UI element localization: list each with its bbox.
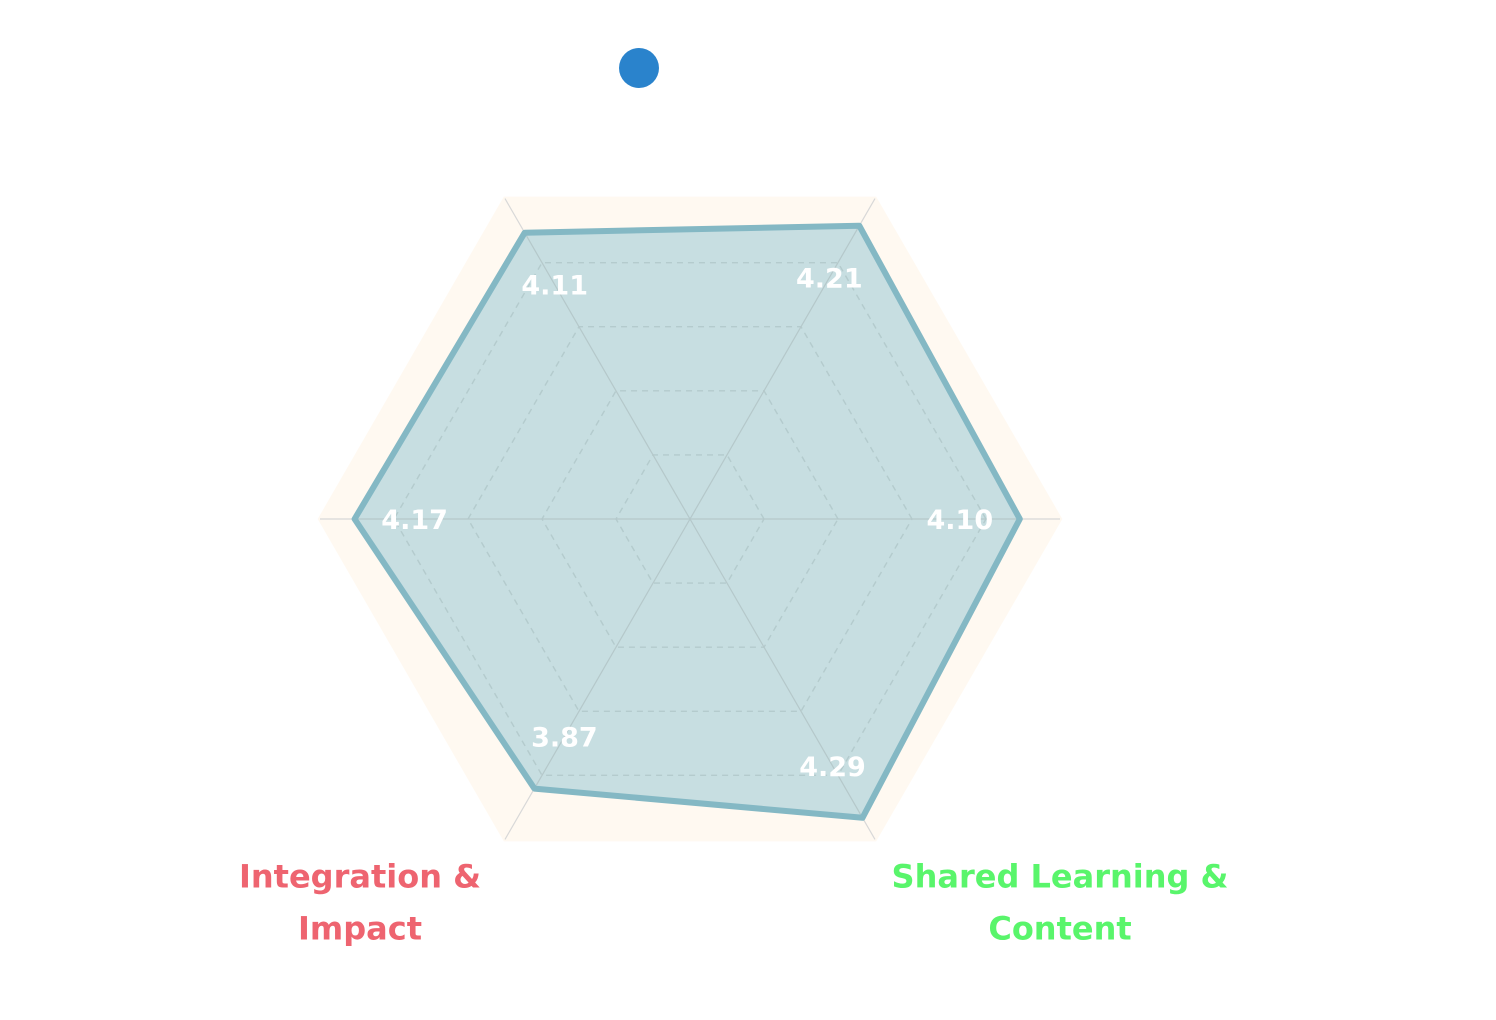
radar-axis-spoke-overlay [689,518,864,819]
radar-axis-label-line: Content [988,909,1131,947]
radar-axis-label: Shared Learning & Content [892,857,1229,947]
radar-axis-labels: Integration & Impact Shared Learning & Cont… [239,857,1228,947]
radar-value-label: 3.87 [531,723,598,754]
radar-value-label: 4.21 [796,264,863,295]
radar-axis-label-line: Impact [298,909,422,947]
radar-axis-spoke-overlay [689,225,860,520]
radar-value-label: 4.29 [799,752,866,783]
radar-series-line [351,222,1023,821]
radar-axis-label-line: Integration & [239,857,481,895]
radar-value-labels: 4.10 4.21 4.11 4.17 3.87 4.29 [381,264,993,783]
radar-value-label: 4.11 [521,271,588,302]
radar-axis-label-line: Shared Learning & [892,857,1229,895]
radar-axis-spoke-overlay [533,518,691,789]
radar-value-label: 4.10 [926,505,993,536]
radar-series-area [354,225,1020,818]
radar-value-label: 4.17 [381,505,448,536]
radar-axis-spoke-overlay [524,232,691,520]
radar-series [351,222,1023,821]
radar-axis-label: Integration & Impact [239,857,481,947]
legend-marker[interactable] [619,48,659,88]
